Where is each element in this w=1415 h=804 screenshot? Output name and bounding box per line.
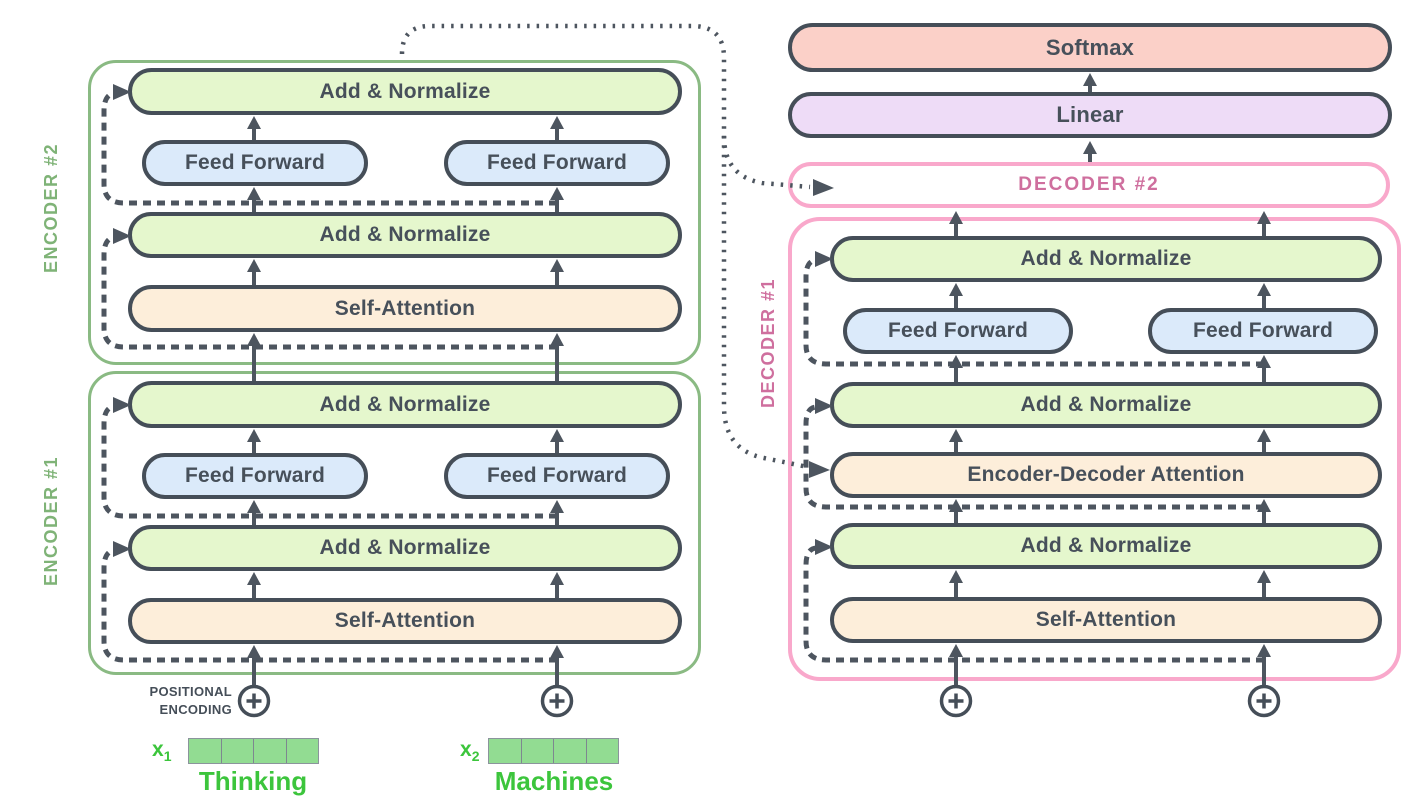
decoder1-feed-forward-left: Feed Forward xyxy=(843,308,1073,354)
encoder1-add-normalize-bottom: Add & Normalize xyxy=(128,525,682,571)
decoder1-self-attention: Self-Attention xyxy=(830,597,1382,643)
vector-cell xyxy=(586,739,618,763)
vector-cell xyxy=(254,739,287,763)
decoder1-add-normalize-top: Add & Normalize xyxy=(830,236,1382,282)
x2-label: x2 xyxy=(460,738,480,765)
encoder2-add-normalize-bottom: Add & Normalize xyxy=(128,212,682,258)
x1-label: x1 xyxy=(152,738,172,765)
decoder1-side-label: DECODER #1 xyxy=(758,277,778,409)
vector-cell xyxy=(489,739,522,763)
decoder1-feed-forward-right: Feed Forward xyxy=(1148,308,1378,354)
vector-cell xyxy=(221,739,254,763)
vector-cell xyxy=(554,739,587,763)
positional-add-icon xyxy=(237,684,271,718)
flow-arrow xyxy=(1083,73,1097,92)
x2-embedding-vector xyxy=(488,738,619,764)
encoder1-feed-forward-left: Feed Forward xyxy=(142,453,368,499)
encoder2-self-attention: Self-Attention xyxy=(128,285,682,332)
softmax-block: Softmax xyxy=(788,23,1392,72)
encoder2-feed-forward-right: Feed Forward xyxy=(444,140,670,186)
decoder1-encoder-decoder-attention: Encoder-Decoder Attention xyxy=(830,452,1382,498)
decoder1-add-normalize-mid: Add & Normalize xyxy=(830,382,1382,428)
positional-add-icon xyxy=(939,684,973,718)
positional-add-icon xyxy=(1247,684,1281,718)
vector-cell xyxy=(286,739,318,763)
positional-add-icon xyxy=(540,684,574,718)
input-word-machines: Machines xyxy=(494,766,614,796)
decoder2-collapsed-block: DECODER #2 xyxy=(788,162,1390,208)
encoder1-box xyxy=(88,371,701,675)
encoder1-self-attention: Self-Attention xyxy=(128,598,682,644)
encoder1-feed-forward-right: Feed Forward xyxy=(444,453,670,499)
input-word-thinking: Thinking xyxy=(198,766,308,796)
x1-embedding-vector xyxy=(188,738,319,764)
vector-cell xyxy=(521,739,554,763)
encoder2-side-label: ENCODER #2 xyxy=(41,142,61,274)
encoder1-side-label: ENCODER #1 xyxy=(41,455,61,587)
vector-cell xyxy=(189,739,222,763)
positional-add-icons xyxy=(237,684,1281,718)
encoder1-add-normalize-top: Add & Normalize xyxy=(128,381,682,428)
encoder2-feed-forward-left: Feed Forward xyxy=(142,140,368,186)
positional-encoding-label: POSITIONAL ENCODING xyxy=(149,684,232,717)
flow-arrow xyxy=(1083,141,1097,162)
decoder1-add-normalize-bottom: Add & Normalize xyxy=(830,523,1382,569)
linear-block: Linear xyxy=(788,92,1392,138)
encoder2-add-normalize-top: Add & Normalize xyxy=(128,68,682,115)
